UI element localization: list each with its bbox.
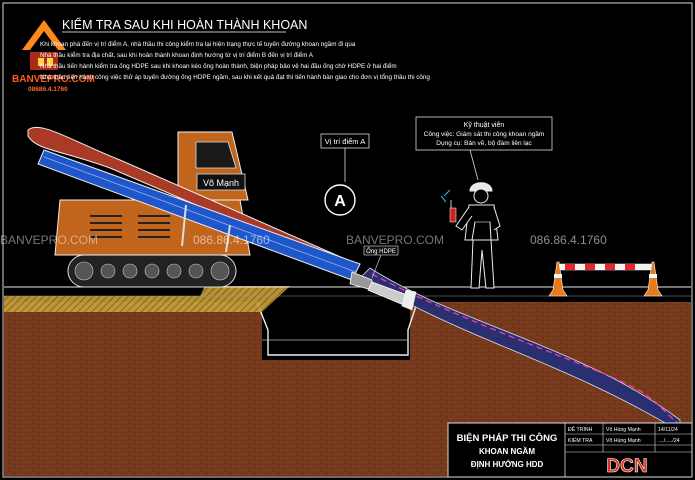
rig-mast-highlight bbox=[43, 156, 357, 273]
logo-text: BANVEPRO.COM bbox=[12, 74, 95, 85]
rig-cab-window bbox=[195, 141, 237, 169]
reamer-tip bbox=[401, 289, 417, 311]
pipe-centerline bbox=[371, 273, 681, 426]
point-callout: Vị trí điểm A bbox=[325, 137, 365, 146]
drilling-rig bbox=[27, 126, 417, 311]
technician-leader bbox=[469, 149, 479, 181]
brand-text: DCN bbox=[606, 456, 647, 477]
rig-support-1 bbox=[181, 204, 187, 247]
title-block-heading-3: ĐỊNH HƯỚNG HDD bbox=[471, 460, 544, 469]
dcn-brand-logo: DCN bbox=[602, 455, 652, 477]
point-a-letter: A bbox=[334, 193, 346, 210]
title-block-role-1: ĐỀ TRÌNH bbox=[568, 426, 593, 433]
title-block-heading-2: KHOAN NGẦM bbox=[479, 446, 535, 456]
hard-hat-icon bbox=[469, 182, 493, 192]
rig-track-wheels bbox=[74, 261, 230, 281]
title-block-name-2: Võ Hùng Mạnh bbox=[606, 438, 641, 444]
traffic-cone-right-icon bbox=[643, 261, 663, 297]
note-2: Nhà thầu kiểm tra địa chất, sau khi hoàn… bbox=[40, 50, 314, 59]
machine-label: Võ Mạnh bbox=[203, 178, 239, 188]
cone-right-band bbox=[649, 274, 657, 278]
technician-tools: Dụng cụ: Bản vẽ, bộ đàm liên lạc bbox=[436, 140, 532, 147]
title-block-name-1: Võ Hùng Mạnh bbox=[606, 427, 641, 433]
title-block-heading-1: BIỆN PHÁP THI CÔNG bbox=[457, 432, 558, 444]
logo-roof-icon bbox=[22, 20, 66, 50]
title-block-date-1: 14/11/24 bbox=[658, 427, 678, 433]
safety-barrier bbox=[548, 261, 663, 297]
note-3: Nhà thầu tiến hành kiểm tra ống HDPE sau… bbox=[40, 61, 397, 70]
title-block-date-2: ..../...../24 bbox=[658, 438, 680, 444]
technician-figure bbox=[455, 182, 501, 289]
watermark-phone-left: 086.86.4.1760 bbox=[193, 233, 270, 247]
walkie-talkie-icon bbox=[440, 189, 457, 223]
watermark-site-left: BANVEPRO.COM bbox=[0, 233, 98, 247]
technician-job: Công việc: Giám sát thi công khoan ngầm bbox=[424, 129, 545, 138]
technician-title: Kỹ thuật viên bbox=[464, 122, 505, 129]
pipe-label-leader bbox=[371, 254, 382, 279]
banvepro-logo bbox=[22, 20, 66, 70]
title-block-role-2: KIỂM TRA bbox=[568, 437, 593, 444]
watermark-phone-right: 086.86.4.1760 bbox=[530, 233, 607, 247]
rig-support-2 bbox=[225, 224, 231, 253]
machine-label-box bbox=[196, 173, 246, 191]
note-1: Khi khoan phá đến vị trí điểm A, nhà thầ… bbox=[40, 39, 356, 48]
note-4: Nhà thầu tiến hành công việc thử áp tuyế… bbox=[40, 72, 430, 81]
rig-vents bbox=[90, 215, 170, 238]
watermark-site-right: BANVEPRO.COM bbox=[346, 233, 444, 247]
pipe-label: Ống HDPE bbox=[366, 248, 396, 255]
technician-box bbox=[415, 116, 553, 151]
traffic-cone-left-icon bbox=[548, 261, 568, 297]
logo-phone: 08686.4.1760 bbox=[28, 86, 68, 93]
page-title: KIỂM TRA SAU KHI HOÀN THÀNH KHOAN bbox=[62, 17, 307, 32]
point-a-marker bbox=[324, 184, 356, 216]
entry-pit bbox=[255, 299, 419, 356]
embankment-hatch bbox=[4, 286, 290, 312]
cone-left-band bbox=[554, 274, 562, 278]
